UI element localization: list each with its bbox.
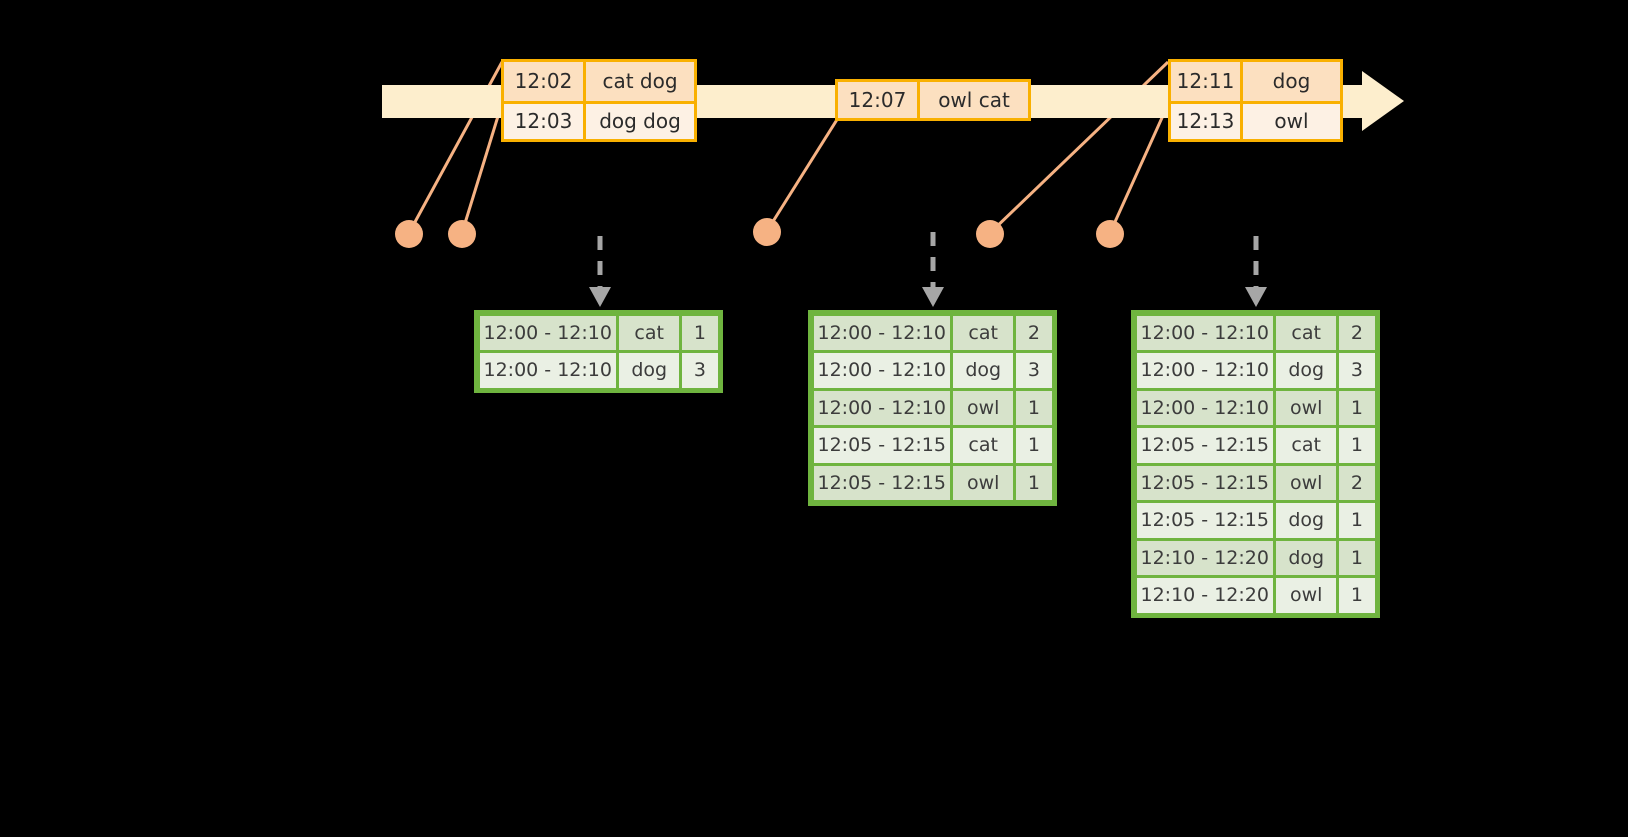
cell-window: 12:00 - 12:10 — [1136, 315, 1273, 350]
event-text: cat dog — [586, 62, 694, 101]
event-text: owl — [1243, 103, 1340, 139]
cell-count: 1 — [1339, 540, 1375, 575]
cell-count: 1 — [1339, 578, 1375, 613]
cell-key: dog — [952, 353, 1014, 388]
leader-line-2 — [460, 99, 505, 234]
cell-key: dog — [1275, 540, 1337, 575]
cell-window: 12:05 - 12:15 — [813, 428, 950, 463]
event-time: 12:07 — [838, 82, 920, 118]
event-text: owl cat — [920, 82, 1028, 118]
connector-dot-2 — [448, 220, 476, 248]
cell-window: 12:05 - 12:15 — [1136, 465, 1273, 500]
event-time: 12:11 — [1171, 62, 1243, 101]
cell-window: 12:05 - 12:15 — [1136, 503, 1273, 538]
event-group-2[interactable]: 12:07 owl cat — [835, 79, 1031, 121]
cell-count: 2 — [1016, 315, 1052, 350]
timeline-arrow-head-icon — [1362, 71, 1404, 131]
leader-line-5 — [1108, 99, 1172, 234]
event-text: dog dog — [586, 103, 694, 139]
cell-count: 1 — [1339, 428, 1375, 463]
event-row[interactable]: 12:07 owl cat — [838, 82, 1028, 118]
cell-key: cat — [1275, 315, 1337, 350]
leader-line-3 — [765, 117, 840, 232]
cell-key: cat — [618, 315, 680, 350]
cell-key: owl — [1275, 578, 1337, 613]
cell-count: 2 — [1339, 315, 1375, 350]
connector-dot-4 — [976, 220, 1004, 248]
connector-dot-5 — [1096, 220, 1124, 248]
cell-key: cat — [952, 428, 1014, 463]
cell-key: owl — [1275, 390, 1337, 425]
cell-window: 12:00 - 12:10 — [1136, 390, 1273, 425]
cell-count: 1 — [1016, 465, 1052, 500]
cell-count: 3 — [682, 353, 718, 388]
cell-window: 12:10 - 12:20 — [1136, 578, 1273, 613]
cell-key: owl — [952, 390, 1014, 425]
flow-arrow-2 — [922, 232, 944, 307]
cell-count: 2 — [1339, 465, 1375, 500]
event-group-1[interactable]: 12:02 cat dog 12:03 dog dog — [501, 59, 697, 142]
cell-key: cat — [1275, 428, 1337, 463]
cell-count: 3 — [1339, 353, 1375, 388]
cell-window: 12:10 - 12:20 — [1136, 540, 1273, 575]
cell-window: 12:00 - 12:10 — [479, 353, 616, 388]
cell-key: dog — [1275, 503, 1337, 538]
cell-count: 1 — [1339, 503, 1375, 538]
cell-count: 1 — [1339, 390, 1375, 425]
event-row[interactable]: 12:11 dog — [1171, 62, 1340, 101]
cell-window: 12:00 - 12:10 — [813, 390, 950, 425]
cell-window: 12:05 - 12:15 — [1136, 428, 1273, 463]
event-row[interactable]: 12:13 owl — [1171, 100, 1340, 139]
event-row[interactable]: 12:03 dog dog — [504, 100, 694, 139]
event-text: dog — [1243, 62, 1340, 101]
cell-window: 12:05 - 12:15 — [813, 465, 950, 500]
flow-arrow-1 — [589, 236, 611, 307]
event-time: 12:13 — [1171, 103, 1243, 139]
cell-window: 12:00 - 12:10 — [813, 315, 950, 350]
event-row[interactable]: 12:02 cat dog — [504, 62, 694, 101]
cell-key: dog — [1275, 353, 1337, 388]
cell-key: owl — [1275, 465, 1337, 500]
event-time: 12:02 — [504, 62, 586, 101]
cell-key: dog — [618, 353, 680, 388]
connector-dot-3 — [753, 218, 781, 246]
connector-dot-1 — [395, 220, 423, 248]
cell-count: 3 — [1016, 353, 1052, 388]
cell-key: cat — [952, 315, 1014, 350]
cell-key: owl — [952, 465, 1014, 500]
cell-window: 12:00 - 12:10 — [813, 353, 950, 388]
cell-count: 1 — [682, 315, 718, 350]
cell-window: 12:00 - 12:10 — [1136, 353, 1273, 388]
cell-window: 12:00 - 12:10 — [479, 315, 616, 350]
event-group-3[interactable]: 12:11 dog 12:13 owl — [1168, 59, 1343, 142]
event-time: 12:03 — [504, 103, 586, 139]
flow-arrow-3 — [1245, 236, 1267, 307]
cell-count: 1 — [1016, 390, 1052, 425]
cell-count: 1 — [1016, 428, 1052, 463]
